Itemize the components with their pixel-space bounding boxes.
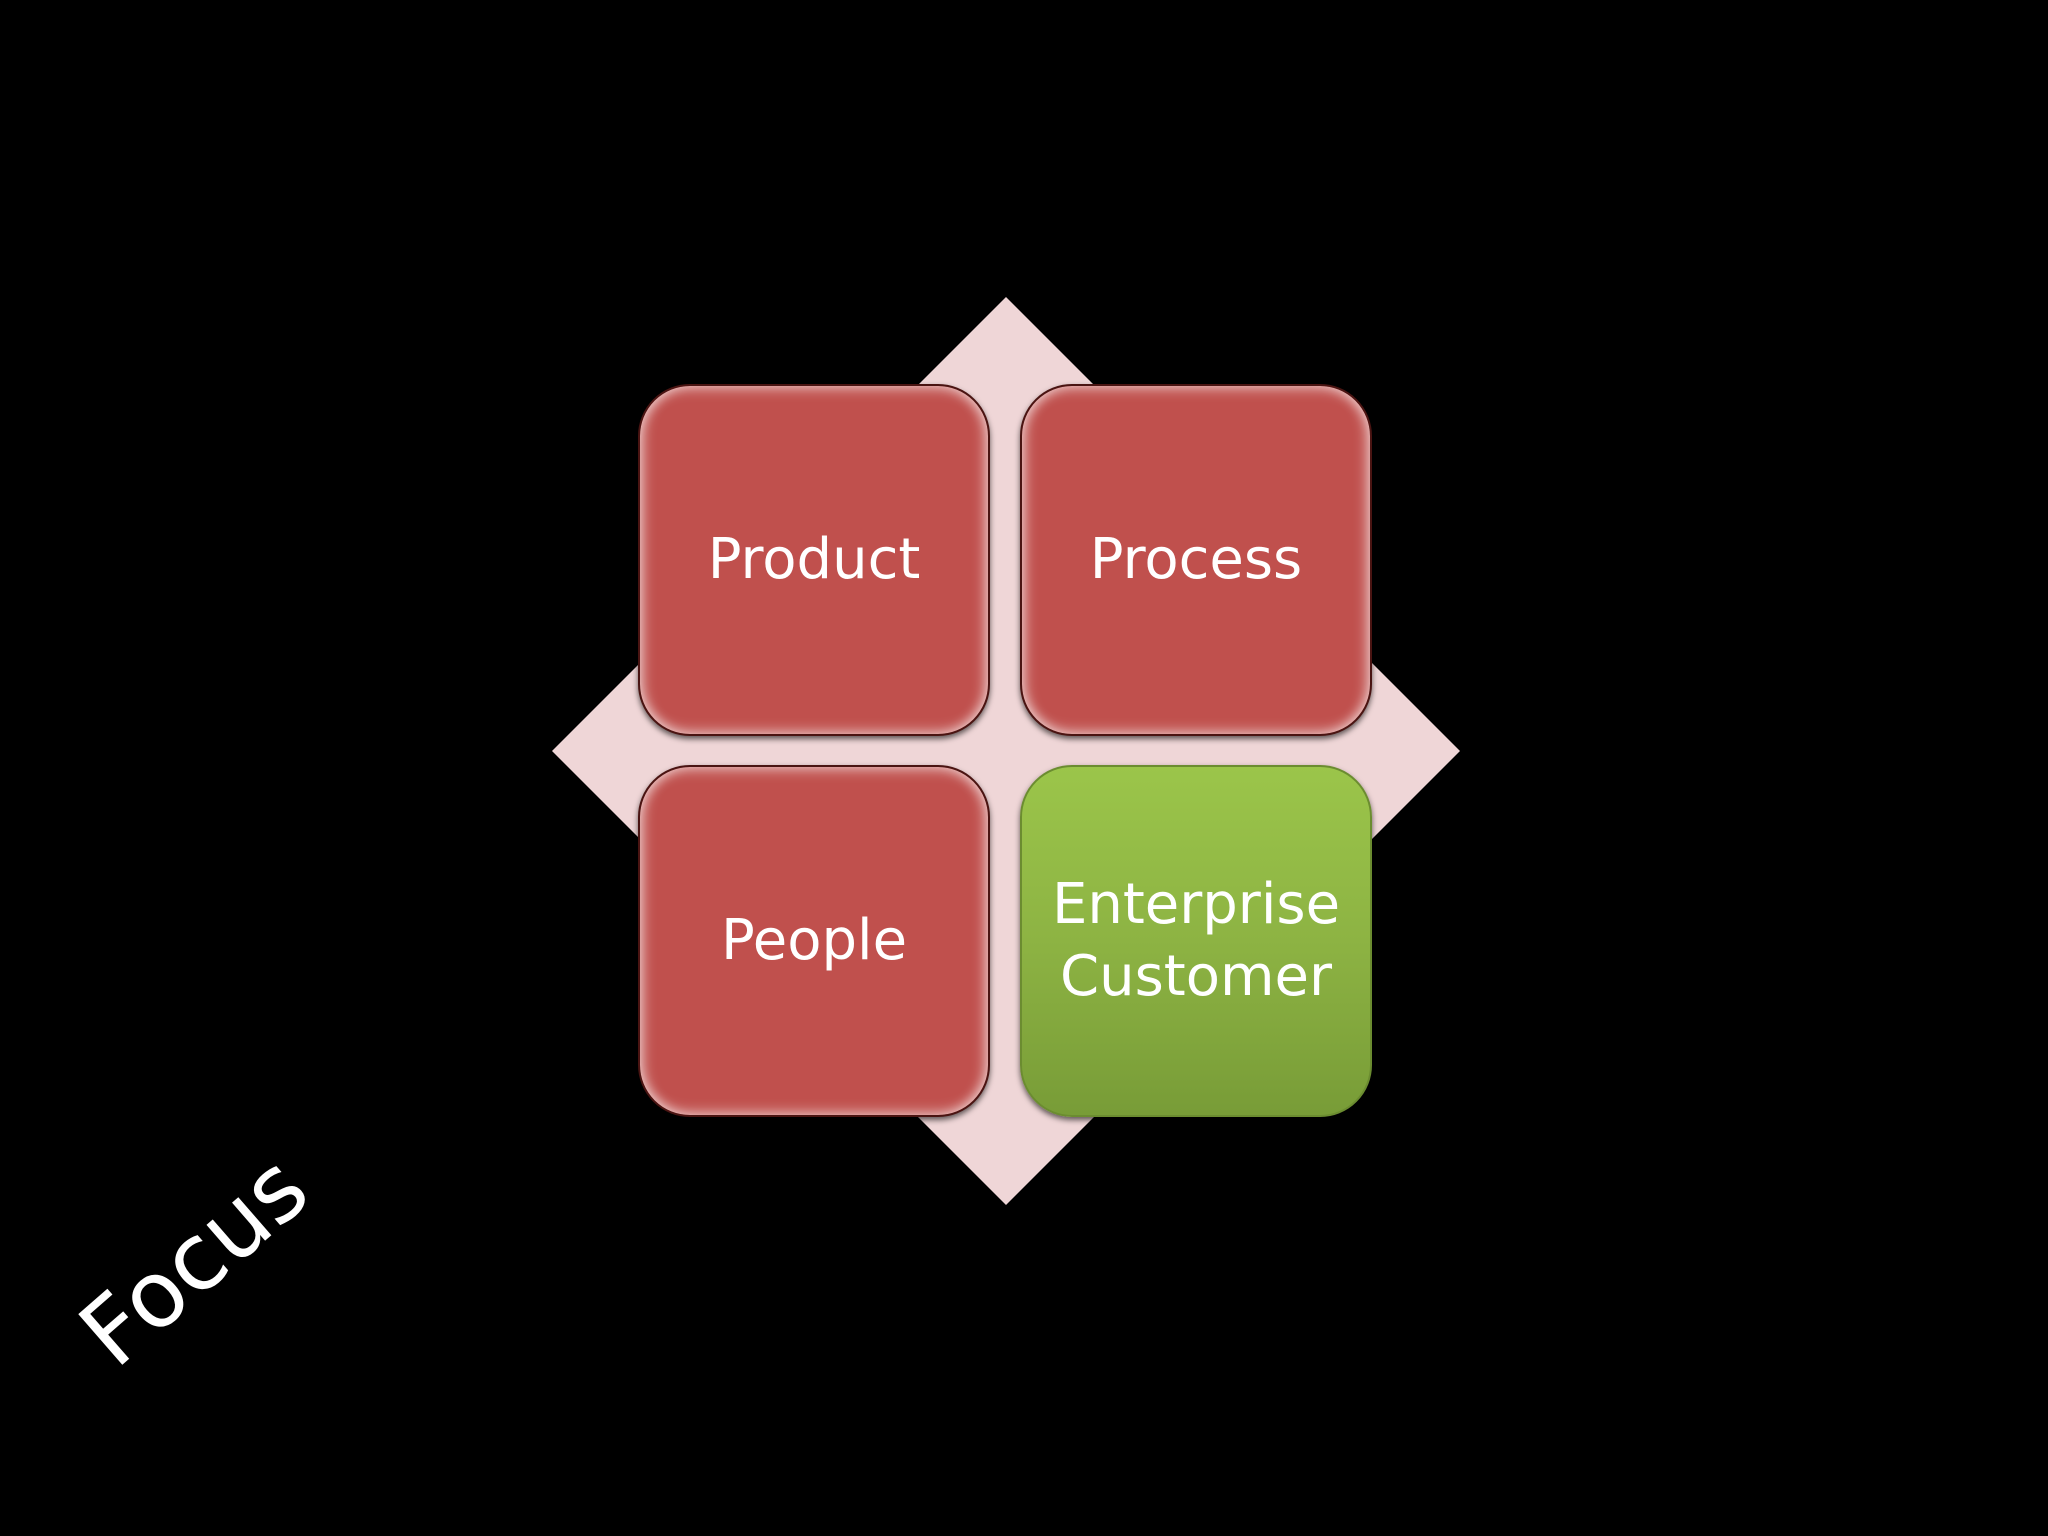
tile-process[interactable]: Process <box>1020 384 1372 736</box>
focus-label: Focus <box>59 1134 329 1388</box>
tile-enterprise-customer-label-line2: Customer <box>1059 944 1332 1009</box>
tile-people-label: People <box>720 908 908 973</box>
tile-product-label: Product <box>707 527 921 592</box>
tile-enterprise-customer-label-line1: Enterprise <box>1051 872 1341 937</box>
tile-product[interactable]: Product <box>638 384 990 736</box>
tile-people[interactable]: People <box>638 765 990 1117</box>
tile-enterprise-customer[interactable]: Enterprise Customer <box>1020 765 1372 1117</box>
tile-process-label: Process <box>1089 527 1303 592</box>
